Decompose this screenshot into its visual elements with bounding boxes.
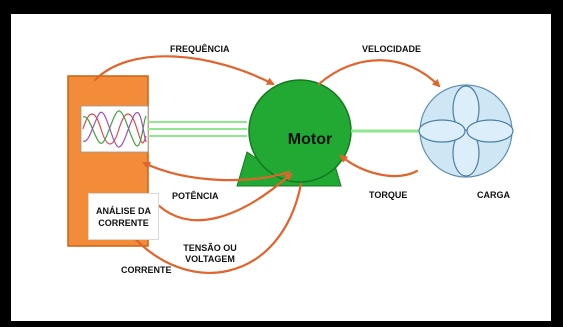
torque-arrow (339, 154, 419, 178)
current-arrow (127, 182, 303, 274)
power-cables (148, 121, 247, 137)
three-phase-waveform-icon (80, 105, 149, 153)
voltage-label-line1: TENSÃO OU (183, 243, 237, 253)
voltage-arrow (146, 172, 293, 222)
speed-arrow (317, 59, 441, 88)
voltage-label: TENSÃO OU VOLTAGEM (180, 243, 240, 265)
torque-label: TORQUE (369, 190, 408, 200)
speed-label: VELOCIDADE (362, 44, 422, 54)
frequency-arrow (93, 55, 275, 86)
diagram-canvas: ANÁLISE DA CORRENTE Motor FREQUÊNCIA VEL… (11, 14, 551, 321)
current-label: CORRENTE (121, 265, 172, 275)
frequency-label: FREQUÊNCIA (170, 44, 230, 54)
motor-label: Motor (287, 131, 333, 148)
analysis-label-line1: ANÁLISE DA (95, 205, 151, 216)
relation-arrows (93, 55, 441, 274)
load-label: CARGA (477, 190, 510, 200)
voltage-label-line2: VOLTAGEM (185, 254, 235, 264)
current-analysis-label-box: ANÁLISE DA CORRENTE (88, 193, 159, 240)
analysis-label-line2: CORRENTE (98, 217, 149, 228)
power-arrow (142, 161, 291, 182)
diagram-svg (67, 55, 514, 274)
power-label: POTÊNCIA (172, 191, 219, 201)
load-sphere (418, 84, 514, 178)
